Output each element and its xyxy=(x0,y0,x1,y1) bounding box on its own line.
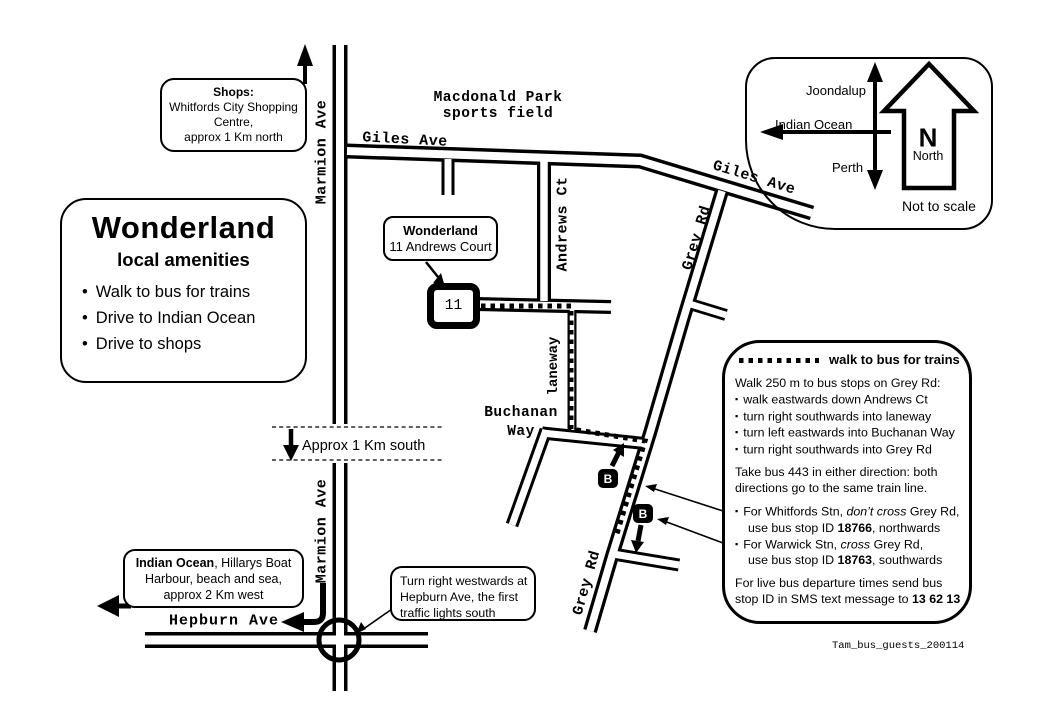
busstop-north-arrow-shaft xyxy=(609,450,622,468)
turn-west-arrow-head xyxy=(281,612,304,632)
compass-joondalup-label: Joondalup xyxy=(806,83,866,98)
compass-north-word: North xyxy=(912,149,944,163)
turn-line: traffic lights south xyxy=(400,606,496,620)
park-label: Macdonald Park sports field xyxy=(433,90,563,122)
bus-instructions-box: walk to bus for trains Walk 250 m to bus… xyxy=(722,340,972,624)
amenity-item: •Drive to shops xyxy=(82,335,202,353)
walk-step: ▪turn right southwards into Grey Rd xyxy=(735,442,932,456)
ocean-west-arrow-head xyxy=(97,595,119,617)
whitfords-stop-id-line: use bus stop ID 18766, northwards xyxy=(748,520,941,535)
house-callout-box: Wonderland 11 Andrews Court xyxy=(383,216,498,261)
warwick-stop-id-line: use bus stop ID 18763, southwards xyxy=(748,553,943,567)
house-name: Wonderland xyxy=(403,223,478,238)
page-title: Wonderland xyxy=(91,210,276,245)
wonderland-title-box: Wonderland local amenities •Walk to bus … xyxy=(60,198,307,383)
warwick-callout-head xyxy=(657,517,669,525)
turn-line: Turn right westwards at xyxy=(400,574,528,588)
walk-path-legend-label: walk to bus for trains xyxy=(829,352,960,367)
house-marker-11: 11 xyxy=(427,283,480,329)
indian-ocean-box: Indian Ocean, Hillarys Boat Harbour, bea… xyxy=(123,549,304,608)
shops-line: Centre, xyxy=(213,115,254,129)
compass-indian-ocean-label: Indian Ocean xyxy=(775,117,853,132)
road-label-marmion-ave-south: Marmion Ave xyxy=(313,478,331,584)
ocean-line: approx 2 Km west xyxy=(163,588,264,602)
stop-id-18763: 18763 xyxy=(837,553,873,567)
walk-step: ▪walk eastwards down Andrews Ct xyxy=(735,392,928,407)
compass-perth-label: Perth xyxy=(832,160,864,175)
compass-north-head xyxy=(867,62,883,82)
walk-intro: Walk 250 m to bus stops on Grey Rd: xyxy=(735,376,941,390)
bullet: • xyxy=(82,283,88,301)
turnbox-callout-head xyxy=(356,622,366,634)
warwick-callout-line xyxy=(663,520,724,544)
south-distance-arrow-head xyxy=(283,445,299,461)
house-callout-arrow-shaft xyxy=(425,261,439,278)
road-label-marmion-ave-north: Marmion Ave xyxy=(313,99,331,205)
bullet: • xyxy=(82,309,88,327)
busstop-south-arrow-head xyxy=(631,540,644,553)
stop-id-18766: 18766 xyxy=(837,520,873,535)
shops-heading: Shops: xyxy=(213,85,254,99)
turn-right-box: Turn right westwards at Hepburn Ave, the… xyxy=(390,566,536,621)
distance-south-note: Approx 1 Km south xyxy=(302,438,426,454)
walk-step: ▪turn right southwards into laneway xyxy=(735,409,932,423)
compass-south-head xyxy=(867,170,883,190)
compass-n-letter: N xyxy=(918,122,938,153)
sms-number: 13 62 13 xyxy=(911,592,961,606)
road-label-buchanan-way: Buchanan Way xyxy=(484,405,558,440)
turn-line: Hepburn Ave, the first xyxy=(400,590,519,604)
amenity-item: •Drive to Indian Ocean xyxy=(82,309,256,327)
turn-west-arrow-shaft xyxy=(304,583,326,625)
bullet: • xyxy=(82,335,88,353)
shops-info-box: Shops: Whitfords City Shopping Centre, a… xyxy=(160,78,307,152)
whitfords-callout-head xyxy=(645,484,657,492)
busstop-south-arrow-shaft xyxy=(635,524,644,542)
ocean-line: Harbour, beach and sea, xyxy=(145,572,282,586)
sms-line: stop ID in SMS text message to 13 62 13 xyxy=(735,592,961,606)
bus-stop-marker-18763: B xyxy=(633,504,653,523)
house-number: 11 xyxy=(444,298,463,314)
walk-path-legend-swatch xyxy=(739,357,819,363)
bus-info-line: directions go to the same train line. xyxy=(735,481,928,495)
busstop-north-arrow-head xyxy=(613,443,624,457)
shops-north-arrow-head xyxy=(297,44,313,66)
shops-line: approx 1 Km north xyxy=(184,130,283,144)
roundabout xyxy=(316,617,362,663)
turnbox-callout-line xyxy=(361,608,393,631)
compass-box xyxy=(745,57,993,230)
walk-path-dotted xyxy=(481,303,649,538)
bus-info-line: Take bus 443 in either direction: both xyxy=(735,465,938,479)
amenity-item: •Walk to bus for trains xyxy=(82,283,251,301)
walk-step: ▪turn left eastwards into Buchanan Way xyxy=(735,425,955,440)
shops-line: Whitfords City Shopping xyxy=(169,100,298,114)
not-to-scale-note: Not to scale xyxy=(902,198,976,214)
road-inners xyxy=(145,45,814,691)
sms-line: For live bus departure times send bus xyxy=(735,576,943,590)
map-footer-id: Tam_bus_guests_200114 xyxy=(832,640,965,652)
road-label-hepburn-ave: Hepburn Ave xyxy=(168,612,280,630)
walk-path-legend: walk to bus for trains xyxy=(735,352,965,368)
whitfords-line: ▪For Whitfords Stn, don’t cross Grey Rd, xyxy=(735,504,960,519)
warwick-line: ▪For Warwick Stn, cross Grey Rd, xyxy=(735,537,924,551)
bus-stop-marker-18766: B xyxy=(598,469,618,488)
road-label-laneway: laneway xyxy=(546,336,562,396)
whitfords-callout-line xyxy=(651,487,724,512)
road-label-andrews-ct: Andrews Ct xyxy=(554,176,572,272)
ocean-line: Indian Ocean, Hillarys Boat xyxy=(135,556,292,570)
house-address: 11 Andrews Court xyxy=(389,239,492,254)
page-subtitle: local amenities xyxy=(117,249,250,270)
